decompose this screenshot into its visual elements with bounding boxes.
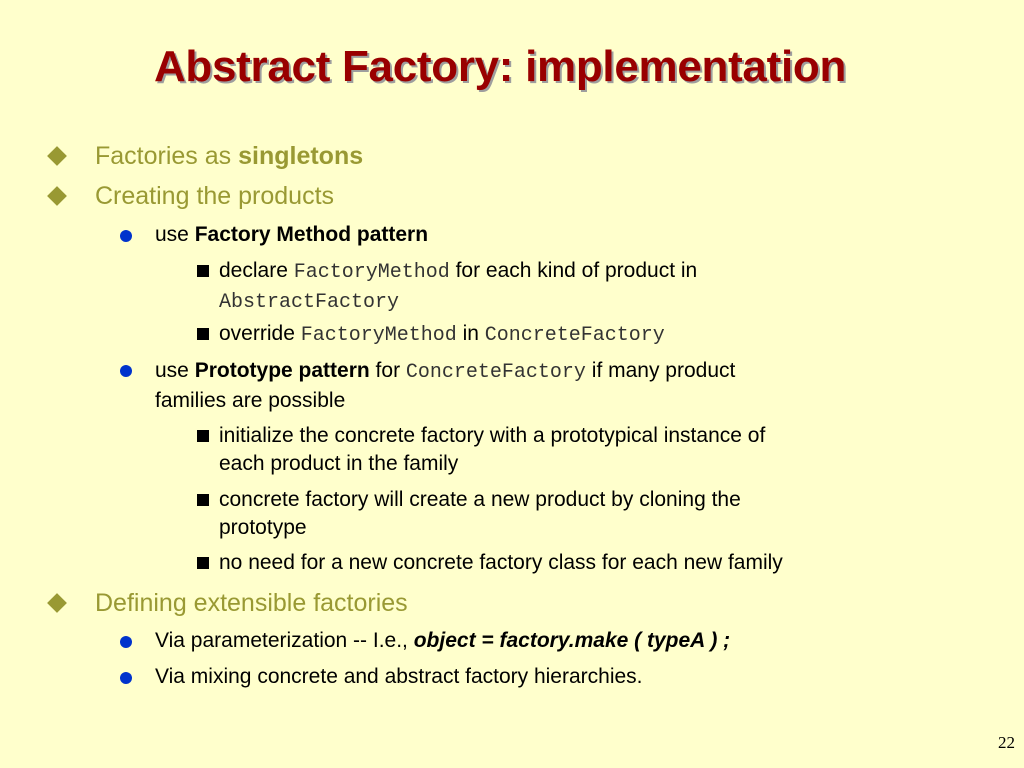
bullet-initialize-factory: initialize the concrete factory with a p… bbox=[219, 422, 765, 478]
circle-bullet-icon bbox=[120, 636, 132, 648]
circle-bullet-icon bbox=[120, 365, 132, 377]
square-bullet-icon bbox=[197, 557, 209, 569]
diamond-bullet-icon bbox=[47, 186, 67, 206]
bullet-line: declare FactoryMethod for each kind of p… bbox=[219, 259, 698, 284]
bullet-creating-products: Creating the products bbox=[95, 182, 335, 210]
page-number: 22 bbox=[998, 733, 1015, 752]
diamond-bullet-icon bbox=[47, 146, 67, 166]
bullet-override-factory-method: override FactoryMethod in ConcreteFactor… bbox=[219, 322, 665, 347]
bullet-line: concrete factory will create a new produ… bbox=[219, 488, 741, 511]
circle-bullet-icon bbox=[120, 672, 132, 684]
bullet-extensible-factories: Defining extensible factories bbox=[95, 589, 408, 617]
bullet-line: each product in the family bbox=[219, 452, 459, 475]
bullet-parameterization: Via parameterization -- I.e., object = f… bbox=[155, 629, 731, 652]
square-bullet-icon bbox=[197, 328, 209, 340]
square-bullet-icon bbox=[197, 430, 209, 442]
bullet-factories-singletons: Factories as singletons bbox=[95, 142, 364, 170]
square-bullet-icon bbox=[197, 265, 209, 277]
bullet-cloning-prototype: concrete factory will create a new produ… bbox=[219, 486, 741, 542]
bullet-line: prototype bbox=[219, 516, 307, 539]
bullet-prototype-pattern: use Prototype pattern for ConcreteFactor… bbox=[155, 357, 735, 415]
bullet-no-new-class: no need for a new concrete factory class… bbox=[219, 551, 783, 574]
bullet-line: initialize the concrete factory with a p… bbox=[219, 424, 766, 447]
square-bullet-icon bbox=[197, 494, 209, 506]
diamond-bullet-icon bbox=[47, 593, 67, 613]
slide-title: Abstract Factory: implementation bbox=[153, 42, 847, 91]
bullet-line: AbstractFactory bbox=[219, 291, 400, 314]
bullet-line: families are possible bbox=[155, 389, 346, 412]
bullet-line: use Prototype pattern for ConcreteFactor… bbox=[155, 359, 736, 384]
bullet-declare-factory-method: declare FactoryMethod for each kind of p… bbox=[219, 257, 697, 317]
bullet-factory-method: use Factory Method pattern bbox=[155, 223, 429, 246]
circle-bullet-icon bbox=[120, 230, 132, 242]
bullet-mixing-hierarchies: Via mixing concrete and abstract factory… bbox=[155, 665, 643, 688]
